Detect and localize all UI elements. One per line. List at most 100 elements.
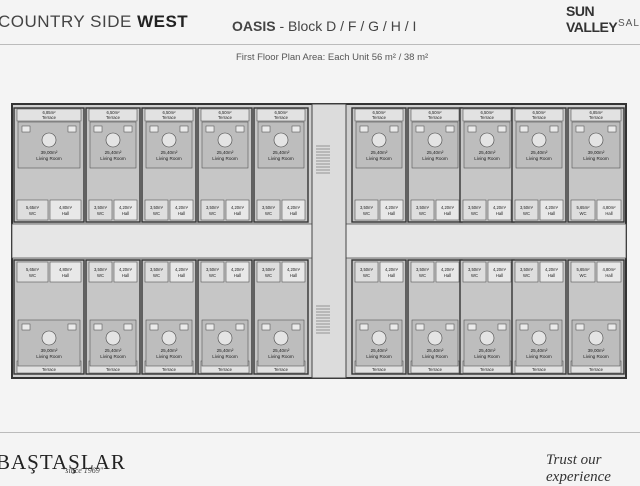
table-icon bbox=[105, 132, 121, 148]
sofa-icon bbox=[415, 323, 425, 331]
living-label: Living Room bbox=[212, 354, 238, 359]
hall-label: Hall bbox=[62, 273, 69, 278]
hall-label: Hall bbox=[178, 211, 185, 216]
hall-area: 4,20m² bbox=[175, 267, 189, 272]
wc-room bbox=[462, 261, 487, 283]
hall-area: 4,20m² bbox=[287, 267, 301, 272]
wc-room bbox=[88, 261, 113, 283]
table-icon bbox=[371, 330, 387, 346]
hall-room bbox=[281, 261, 306, 283]
terrace-area: 6,50m² bbox=[480, 110, 494, 115]
wc-label: WC bbox=[419, 211, 426, 216]
terrace-area: 6,50m² bbox=[428, 110, 442, 115]
chair-icon bbox=[235, 323, 245, 331]
wc-area: 3,50m² bbox=[94, 205, 108, 210]
bastaslar-logo: BAŞTAŞLAR bbox=[0, 450, 126, 474]
terrace-label: Terrace bbox=[106, 115, 121, 120]
terrace-area: 6,50m² bbox=[162, 110, 176, 115]
chair-icon bbox=[67, 323, 77, 331]
chair-icon bbox=[235, 125, 245, 133]
wc-area: 3,50m² bbox=[468, 267, 482, 272]
living-area: 25,40m² bbox=[161, 150, 178, 155]
hall-label: Hall bbox=[388, 211, 395, 216]
living-area: 25,40m² bbox=[273, 348, 290, 353]
hall-area: 4,80m² bbox=[59, 267, 73, 272]
hall-label: Hall bbox=[290, 273, 297, 278]
terrace-area: 6,50m² bbox=[274, 110, 288, 115]
wc-room bbox=[88, 199, 113, 221]
chair-icon bbox=[67, 125, 77, 133]
table-icon bbox=[161, 330, 177, 346]
table-icon bbox=[479, 132, 495, 148]
hall-area: 4,20m² bbox=[119, 267, 133, 272]
wc-label: WC bbox=[580, 211, 587, 216]
sofa-icon bbox=[149, 323, 159, 331]
table-icon bbox=[371, 132, 387, 148]
table-icon bbox=[217, 330, 233, 346]
hall-label: Hall bbox=[234, 273, 241, 278]
chair-icon bbox=[497, 125, 507, 133]
table-icon bbox=[531, 330, 547, 346]
living-label: Living Room bbox=[526, 156, 552, 161]
chair-icon bbox=[123, 323, 133, 331]
living-label: Living Room bbox=[36, 156, 62, 161]
sofa-icon bbox=[575, 125, 585, 133]
wc-area: 3,50m² bbox=[520, 267, 534, 272]
terrace bbox=[354, 108, 404, 122]
hall-room bbox=[435, 261, 460, 283]
since-label: "since 1969" bbox=[62, 466, 104, 475]
wc-area: 3,50m² bbox=[94, 267, 108, 272]
table-icon bbox=[588, 132, 604, 148]
terrace-label: Terrace bbox=[589, 367, 604, 372]
living-area: 25,40m² bbox=[217, 150, 234, 155]
wc-area: 3,50m² bbox=[262, 205, 276, 210]
living-label: Living Room bbox=[268, 354, 294, 359]
project-name: COUNTRY SIDE WEST bbox=[0, 12, 189, 31]
header: COUNTRY SIDE WEST OASIS - Block D / F / … bbox=[0, 0, 640, 48]
chair-icon bbox=[445, 125, 455, 133]
wc-area: 3,50m² bbox=[150, 267, 164, 272]
terrace-label: Terrace bbox=[480, 115, 495, 120]
sofa-icon bbox=[21, 323, 31, 331]
wc-area: 3,50m² bbox=[520, 205, 534, 210]
terrace-label: Terrace bbox=[372, 115, 387, 120]
terrace-area: 6,50m² bbox=[218, 110, 232, 115]
terrace-label: Terrace bbox=[372, 367, 387, 372]
terrace-label: Terrace bbox=[162, 115, 177, 120]
terrace-label: Terrace bbox=[274, 115, 289, 120]
wc-room bbox=[200, 199, 225, 221]
terrace-label: Terrace bbox=[480, 367, 495, 372]
table-icon bbox=[217, 132, 233, 148]
terrace-label: Terrace bbox=[162, 367, 177, 372]
logo-sales-label: SALES bbox=[618, 18, 640, 29]
terrace bbox=[16, 108, 82, 122]
hall-label: Hall bbox=[122, 211, 129, 216]
hall-room bbox=[281, 199, 306, 221]
terrace-label: Terrace bbox=[532, 115, 547, 120]
hall-label: Hall bbox=[444, 211, 451, 216]
table-icon bbox=[479, 330, 495, 346]
terrace-area: 6,85m² bbox=[42, 110, 56, 115]
hall-room bbox=[379, 199, 404, 221]
wc-area: 3,50m² bbox=[416, 267, 430, 272]
living-area: 25,40m² bbox=[105, 150, 122, 155]
living-label: Living Room bbox=[422, 156, 448, 161]
table-icon bbox=[105, 330, 121, 346]
footer-divider bbox=[0, 432, 640, 433]
hall-room bbox=[169, 261, 194, 283]
sofa-icon bbox=[467, 125, 477, 133]
hall-label: Hall bbox=[62, 211, 69, 216]
living-label: Living Room bbox=[156, 354, 182, 359]
sofa-icon bbox=[519, 323, 529, 331]
hall-area: 4,20m² bbox=[545, 267, 559, 272]
chair-icon bbox=[549, 125, 559, 133]
terrace-label: Terrace bbox=[274, 367, 289, 372]
